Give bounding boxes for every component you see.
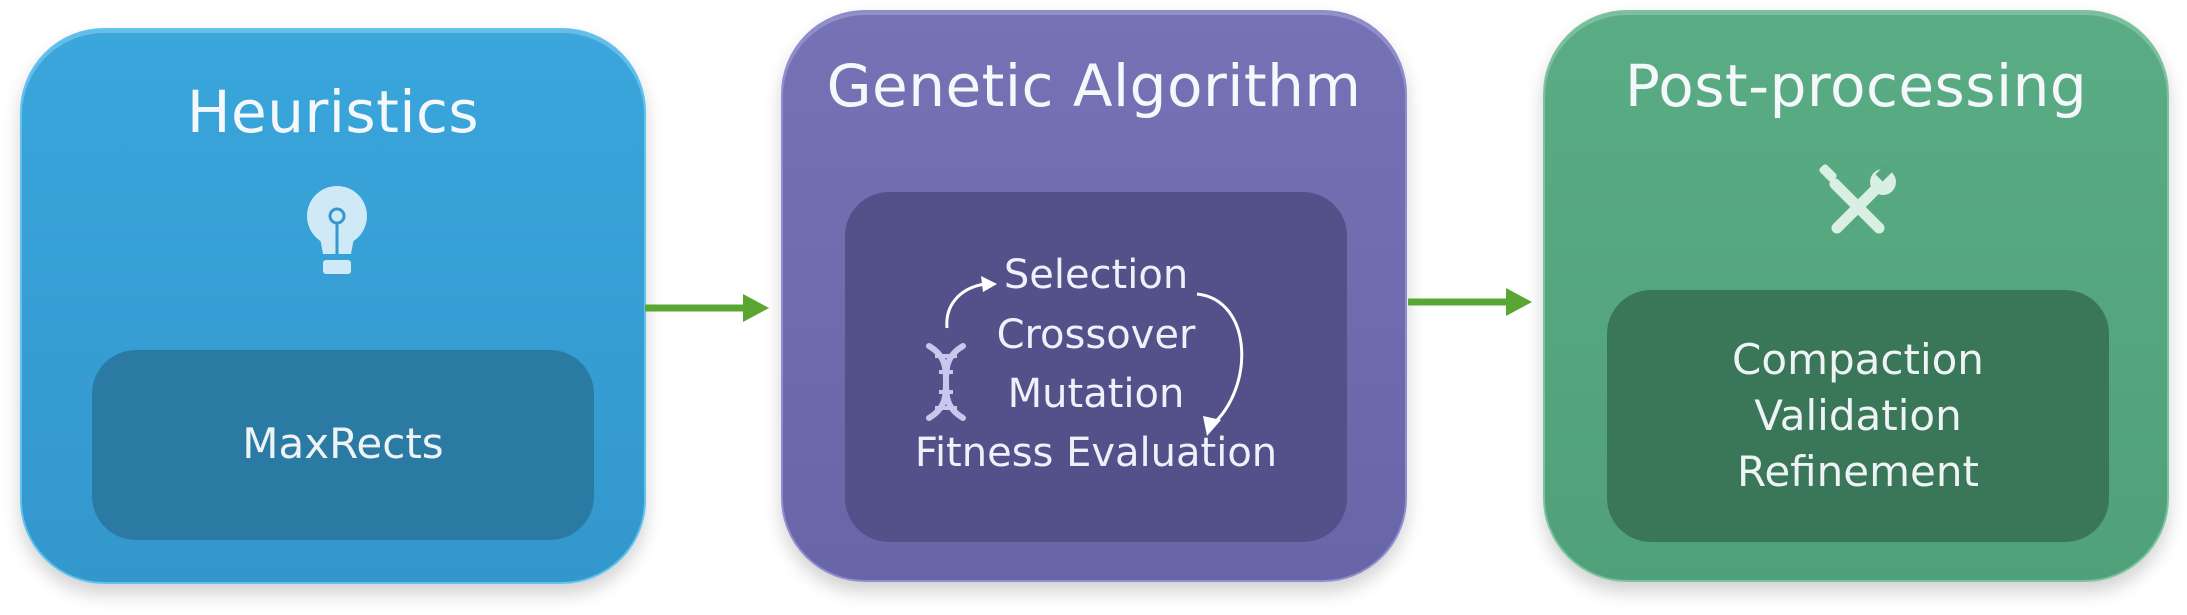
tools-icon (1819, 164, 1896, 234)
heuristics-content-panel: MaxRects (92, 350, 594, 540)
ga-content-panel: Selection Crossover Mutation Fitness Eva… (845, 192, 1347, 542)
stage-genetic-algorithm: Genetic Algorithm Selection Crossover Mu… (781, 10, 1407, 582)
ga-item-mutation: Mutation (1007, 371, 1185, 417)
cycle-arrow-top-icon (945, 276, 997, 329)
stage-post-processing: Post-processing Compaction Validation Re… (1543, 10, 2169, 582)
ga-item-fitness-evaluation: Fitness Evaluation (914, 430, 1278, 476)
lightbulb-icon (307, 186, 367, 274)
post-item-compaction: Compaction (1732, 335, 1984, 384)
post-item-validation: Validation (1754, 391, 1962, 440)
stage-title-genetic-algorithm: Genetic Algorithm (826, 52, 1362, 120)
stage-title-heuristics: Heuristics (186, 78, 480, 146)
cycle-arrow-right-icon (1196, 292, 1244, 436)
stage-heuristics: Heuristics MaxRects (20, 28, 646, 584)
stage-title-post-processing: Post-processing (1624, 52, 2088, 120)
dna-icon (926, 343, 966, 421)
arrow-heuristics-to-ga (645, 294, 769, 322)
postprocessing-content-panel: Compaction Validation Refinement (1607, 290, 2109, 542)
ga-item-crossover: Crossover (996, 312, 1196, 358)
arrow-ga-to-postprocessing (1408, 288, 1532, 316)
ga-item-selection: Selection (1003, 252, 1189, 298)
post-item-refinement: Refinement (1737, 447, 1979, 496)
heuristics-item-maxrects: MaxRects (242, 419, 444, 468)
